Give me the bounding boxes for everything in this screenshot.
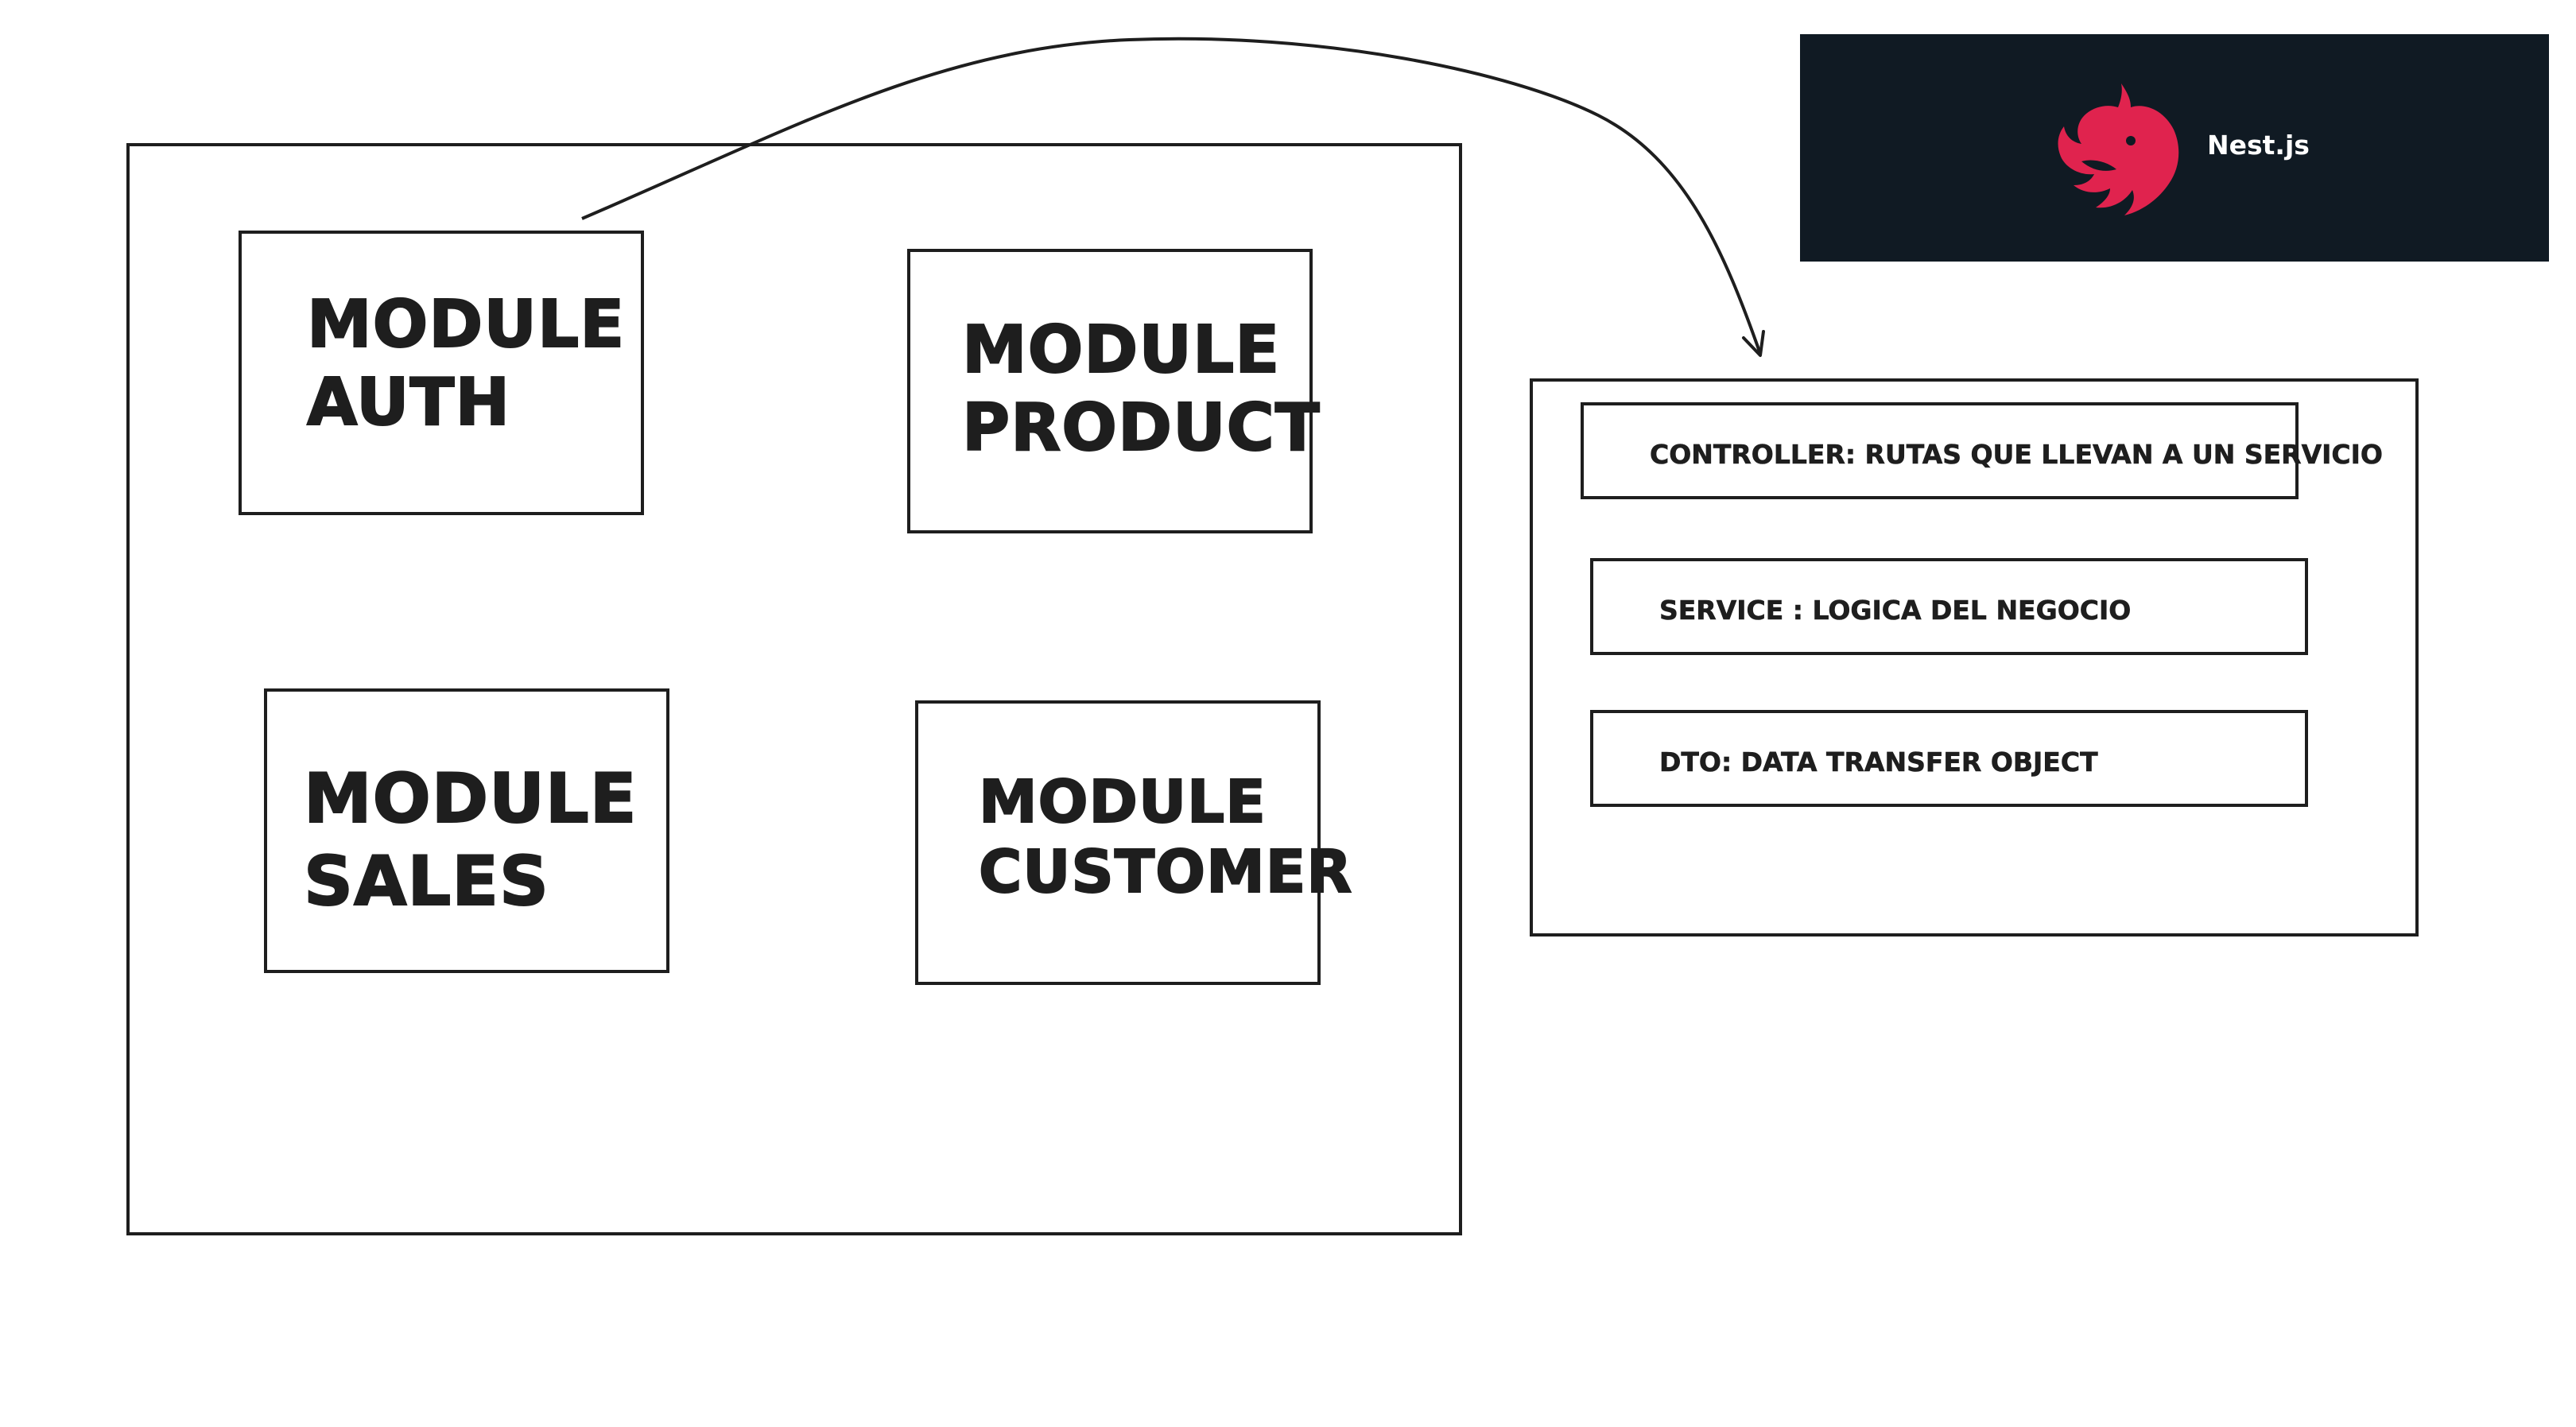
module-auth-line1: MODULE [306, 286, 626, 363]
dto-layer-box [1590, 710, 2308, 807]
dto-layer-label: DTO: DATA TRANSFER OBJECT [1659, 746, 2098, 778]
app-modules-container [126, 143, 1462, 1235]
nestjs-logo-panel: Nest.js [1800, 34, 2549, 262]
module-sales-box [264, 688, 669, 973]
module-customer-label: MODULE CUSTOMER [978, 767, 1353, 907]
module-product-label: MODULE PRODUCT [961, 312, 1321, 467]
nestjs-cat-icon [2058, 83, 2179, 215]
module-detail-panel [1530, 378, 2419, 936]
service-layer-box [1590, 558, 2308, 655]
module-sales-line2: SALES [303, 841, 549, 922]
arrow-head-icon [1742, 330, 1765, 357]
module-auth-label: MODULE AUTH [306, 286, 626, 442]
module-sales-line1: MODULE [303, 758, 638, 840]
module-product-box [907, 249, 1313, 533]
controller-layer-box [1581, 402, 2299, 499]
nestjs-logo-text: Nest.js [2207, 130, 2310, 161]
module-customer-line2: CUSTOMER [978, 837, 1353, 907]
connector-arrow-path [581, 37, 1762, 355]
module-auth-line2: AUTH [306, 364, 511, 441]
controller-layer-label: CONTROLLER: RUTAS QUE LLEVAN A UN SERVIC… [1650, 439, 2384, 471]
module-sales-label: MODULE SALES [303, 758, 638, 923]
service-layer-label: SERVICE : LOGICA DEL NEGOCIO [1659, 595, 2132, 626]
module-customer-line1: MODULE [978, 767, 1267, 837]
module-product-line1: MODULE [961, 312, 1281, 389]
module-customer-box [915, 700, 1321, 985]
module-auth-box [239, 231, 644, 515]
module-product-line2: PRODUCT [961, 390, 1321, 467]
